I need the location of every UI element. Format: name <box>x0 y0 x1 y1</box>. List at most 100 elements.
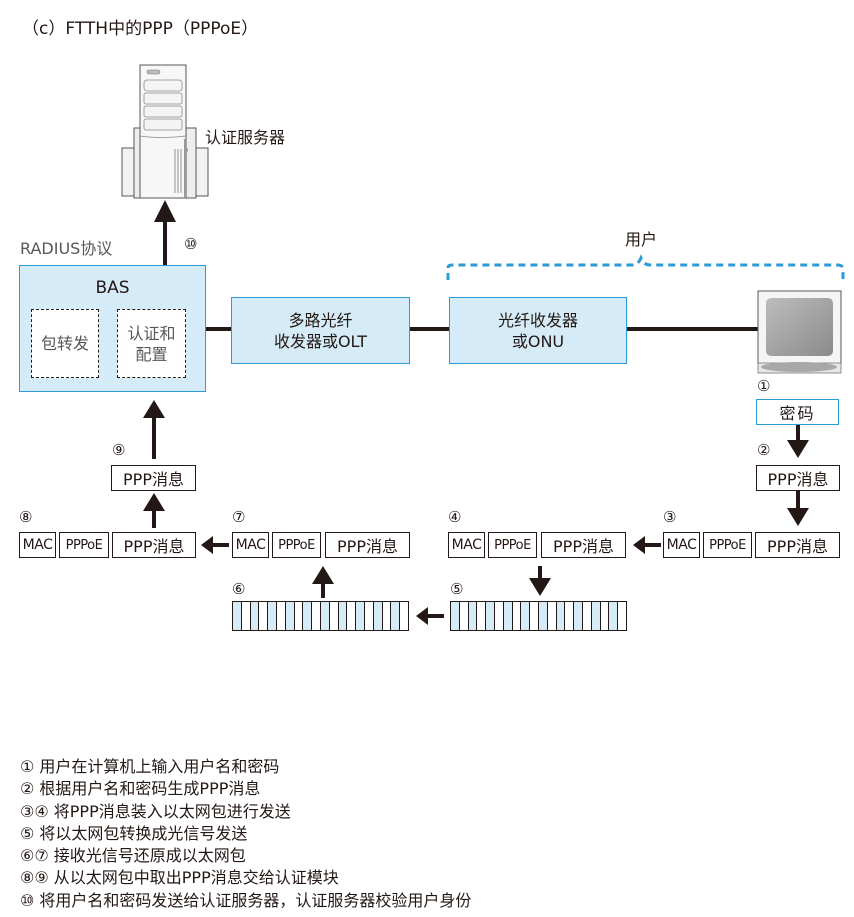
step-1-marker: ① <box>757 377 771 395</box>
server-tower-icon <box>121 64 209 199</box>
signal-segment <box>582 602 592 630</box>
onu-box: 光纤收发器 或ONU <box>449 297 627 364</box>
signal-segment <box>538 602 548 630</box>
signal-segment <box>486 602 495 630</box>
frame3-ppp: PPP消息 <box>755 532 840 558</box>
signal-segment <box>338 602 348 630</box>
signal-segment <box>241 602 251 630</box>
arrow-left-icon <box>633 536 661 554</box>
olt-box: 多路光纤 收发器或OLT <box>231 297 410 364</box>
step-legend: ① 用户在计算机上输入用户名和密码 ② 根据用户名和密码生成PPP消息 ③④ 将… <box>20 756 471 912</box>
signal-segment <box>400 602 408 630</box>
step-4-marker: ④ <box>448 508 462 526</box>
step-10-marker: ⑩ <box>184 235 198 253</box>
frame7-ppp: PPP消息 <box>325 532 410 558</box>
signal-segment <box>618 602 626 630</box>
link-olt-onu <box>409 327 450 331</box>
signal-segment <box>276 602 286 630</box>
legend-item: ⑧⑨ 从以太网包中取出PPP消息交给认证模块 <box>20 868 339 888</box>
legend-item: ① 用户在计算机上输入用户名和密码 <box>20 757 280 776</box>
link-onu-computer <box>626 327 760 331</box>
radius-protocol-label: RADIUS协议 <box>20 239 113 258</box>
signal-segment <box>521 602 531 630</box>
ppp-message-step9: PPP消息 <box>111 465 196 491</box>
link-bas-olt <box>206 327 232 331</box>
signal-segment <box>530 602 539 630</box>
signal-segment <box>294 602 304 630</box>
signal-segment <box>320 602 330 630</box>
arrow-8-shaft <box>152 510 156 528</box>
signal-segment <box>347 602 357 630</box>
frame4-mac: MAC <box>448 532 485 558</box>
frame8-pppoe: PPPoE <box>59 532 109 558</box>
computer-monitor-icon <box>757 290 842 374</box>
olt-label-line1: 多路光纤 <box>288 310 353 330</box>
signal-segment <box>477 602 487 630</box>
arrow-down-icon <box>529 578 551 596</box>
password-box: 密码 <box>756 399 839 425</box>
frame8-ppp: PPP消息 <box>112 532 196 558</box>
signal-segment <box>250 602 260 630</box>
arrow-6-shaft <box>321 582 325 598</box>
step-2-marker: ② <box>757 441 771 459</box>
signal-segment <box>356 602 365 630</box>
auth-server-label: 认证服务器 <box>205 128 286 147</box>
arrow-left-icon <box>416 607 444 625</box>
signal-segment <box>565 602 575 630</box>
arrow-5-shaft <box>538 566 542 580</box>
step-6-marker: ⑥ <box>232 580 246 598</box>
onu-label-line1: 光纤收发器 <box>497 310 578 330</box>
figure-title: （c）FTTH中的PPP（PPPoE） <box>22 19 259 39</box>
legend-item: ③④ 将PPP消息装入以太网包进行发送 <box>20 801 291 821</box>
arrow-9-shaft <box>152 416 156 459</box>
arrow-left-icon <box>201 536 229 554</box>
signal-segment <box>494 602 504 630</box>
legend-item: ⑤ 将以太网包转换成光信号发送 <box>20 823 248 843</box>
frame7-mac: MAC <box>232 532 269 558</box>
frame4-ppp: PPP消息 <box>541 532 626 558</box>
signal-segment <box>468 602 478 630</box>
signal-segment <box>609 602 619 630</box>
arrow-down-icon <box>787 440 809 458</box>
step-8-marker: ⑧ <box>19 508 33 526</box>
onu-label-line2: 或ONU <box>511 331 565 351</box>
signal-segment <box>233 602 242 630</box>
signal-segment <box>268 602 277 630</box>
signal-segment <box>312 602 321 630</box>
bas-module-packet-forwarding: 包转发 <box>31 309 99 378</box>
step-7-marker: ⑦ <box>232 508 246 526</box>
arrow-2-shaft <box>796 425 800 445</box>
step-9-marker: ⑨ <box>112 441 126 459</box>
user-group-label: 用户 <box>625 230 658 249</box>
arrow-10-shaft <box>163 220 167 266</box>
signal-segment <box>451 602 460 630</box>
signal-segment <box>503 602 513 630</box>
arrow-up-icon <box>143 400 165 418</box>
signal-segment <box>373 602 383 630</box>
arrow-up-icon <box>154 200 176 222</box>
signal-segment <box>459 602 469 630</box>
signal-segment <box>600 602 610 630</box>
frame4-pppoe: PPPoE <box>488 532 537 558</box>
signal-segment <box>364 602 374 630</box>
user-group-bracket <box>446 254 845 280</box>
signal-segment <box>382 602 392 630</box>
signal-segment <box>259 602 269 630</box>
signal-segment <box>574 602 583 630</box>
legend-item: ② 根据用户名和密码生成PPP消息 <box>20 779 261 799</box>
signal-segment <box>285 602 295 630</box>
optical-signal-5 <box>450 601 627 631</box>
arrow-up-icon <box>143 493 165 511</box>
frame3-pppoe: PPPoE <box>703 532 752 558</box>
optical-signal-6 <box>232 601 409 631</box>
signal-segment <box>329 602 339 630</box>
arrow-down-icon <box>787 508 809 526</box>
legend-item: ⑥⑦ 接收光信号还原成以太网包 <box>20 846 246 866</box>
arrow-up-icon <box>312 566 334 584</box>
signal-segment <box>512 602 522 630</box>
step-5-marker: ⑤ <box>450 580 464 598</box>
signal-segment <box>391 602 401 630</box>
frame8-mac: MAC <box>19 532 56 558</box>
step-3-marker: ③ <box>663 508 677 526</box>
frame7-pppoe: PPPoE <box>272 532 321 558</box>
